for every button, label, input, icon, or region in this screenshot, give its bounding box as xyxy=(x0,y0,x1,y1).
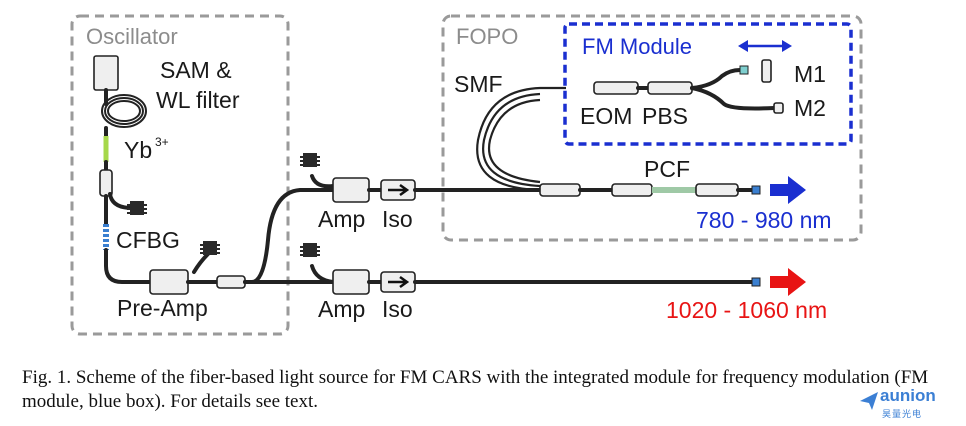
mirror-translation-arrow-icon xyxy=(738,40,792,52)
fopo-title: FOPO xyxy=(456,24,518,49)
red-output-arrow xyxy=(770,268,806,296)
pump-diode-preamp xyxy=(199,240,221,256)
blue-output-label: 780 - 980 nm xyxy=(696,207,832,233)
m2-mirror xyxy=(773,102,784,114)
pcf-label: PCF xyxy=(644,156,690,182)
oscillator-box xyxy=(70,14,290,336)
m2-label: M2 xyxy=(794,95,826,121)
aunion-logo-icon xyxy=(860,392,878,410)
amp-top-component xyxy=(332,177,370,203)
sam-label-line2: WL filter xyxy=(156,87,240,113)
m1-mirror xyxy=(761,59,772,83)
pump-diode-amp-top xyxy=(299,152,321,168)
cfbg-label: CFBG xyxy=(116,227,180,253)
iso-top-label: Iso xyxy=(382,206,413,232)
yb-superscript: 3+ xyxy=(155,135,169,149)
pump-diode-amp-bottom xyxy=(299,242,321,258)
top-output-collimator xyxy=(751,185,761,195)
pcf-output-component xyxy=(695,183,739,197)
aunion-logo: aunion 昊量光电 xyxy=(858,386,958,422)
sam-label-line1: SAM & xyxy=(160,57,232,83)
fm-module-box xyxy=(563,22,853,146)
m1-label: M1 xyxy=(794,61,826,87)
yb-label: Yb xyxy=(124,137,152,163)
splitter-component xyxy=(216,275,246,289)
fiber-laser-diagram: Oscillator FOPO FM Module SAM & WL filte… xyxy=(70,14,863,336)
fopo-box xyxy=(441,14,863,242)
eom-label: EOM xyxy=(580,103,632,129)
fm-module-title: FM Module xyxy=(582,34,692,59)
sam-component xyxy=(93,55,119,91)
amp-bottom-label: Amp xyxy=(318,296,365,322)
bottom-output-collimator xyxy=(751,277,761,287)
yb-fiber-coil xyxy=(101,94,147,128)
amp-top-label: Amp xyxy=(318,206,365,232)
pcf-input-component xyxy=(611,183,653,197)
smf-fiber-coil xyxy=(476,86,566,192)
fopo-coupler-component xyxy=(539,183,581,197)
red-output-label: 1020 - 1060 nm xyxy=(666,297,827,323)
preamp-label: Pre-Amp xyxy=(117,295,208,321)
eom-component xyxy=(593,81,639,95)
aunion-logo-text: aunion xyxy=(880,386,936,405)
aunion-logo-subtext: 昊量光电 xyxy=(882,409,923,419)
preamp-component xyxy=(149,269,189,295)
figure-caption: Fig. 1. Scheme of the fiber-based light … xyxy=(22,367,929,412)
amp-bottom-component xyxy=(332,269,370,295)
pbs-label: PBS xyxy=(642,103,688,129)
pump-diode-osc xyxy=(126,200,148,216)
smf-label: SMF xyxy=(454,71,503,97)
pbs-component xyxy=(647,81,693,95)
iso-bottom-label: Iso xyxy=(382,296,413,322)
blue-output-arrow xyxy=(770,176,806,204)
oscillator-title: Oscillator xyxy=(86,24,178,49)
m1-collimator xyxy=(739,65,749,75)
